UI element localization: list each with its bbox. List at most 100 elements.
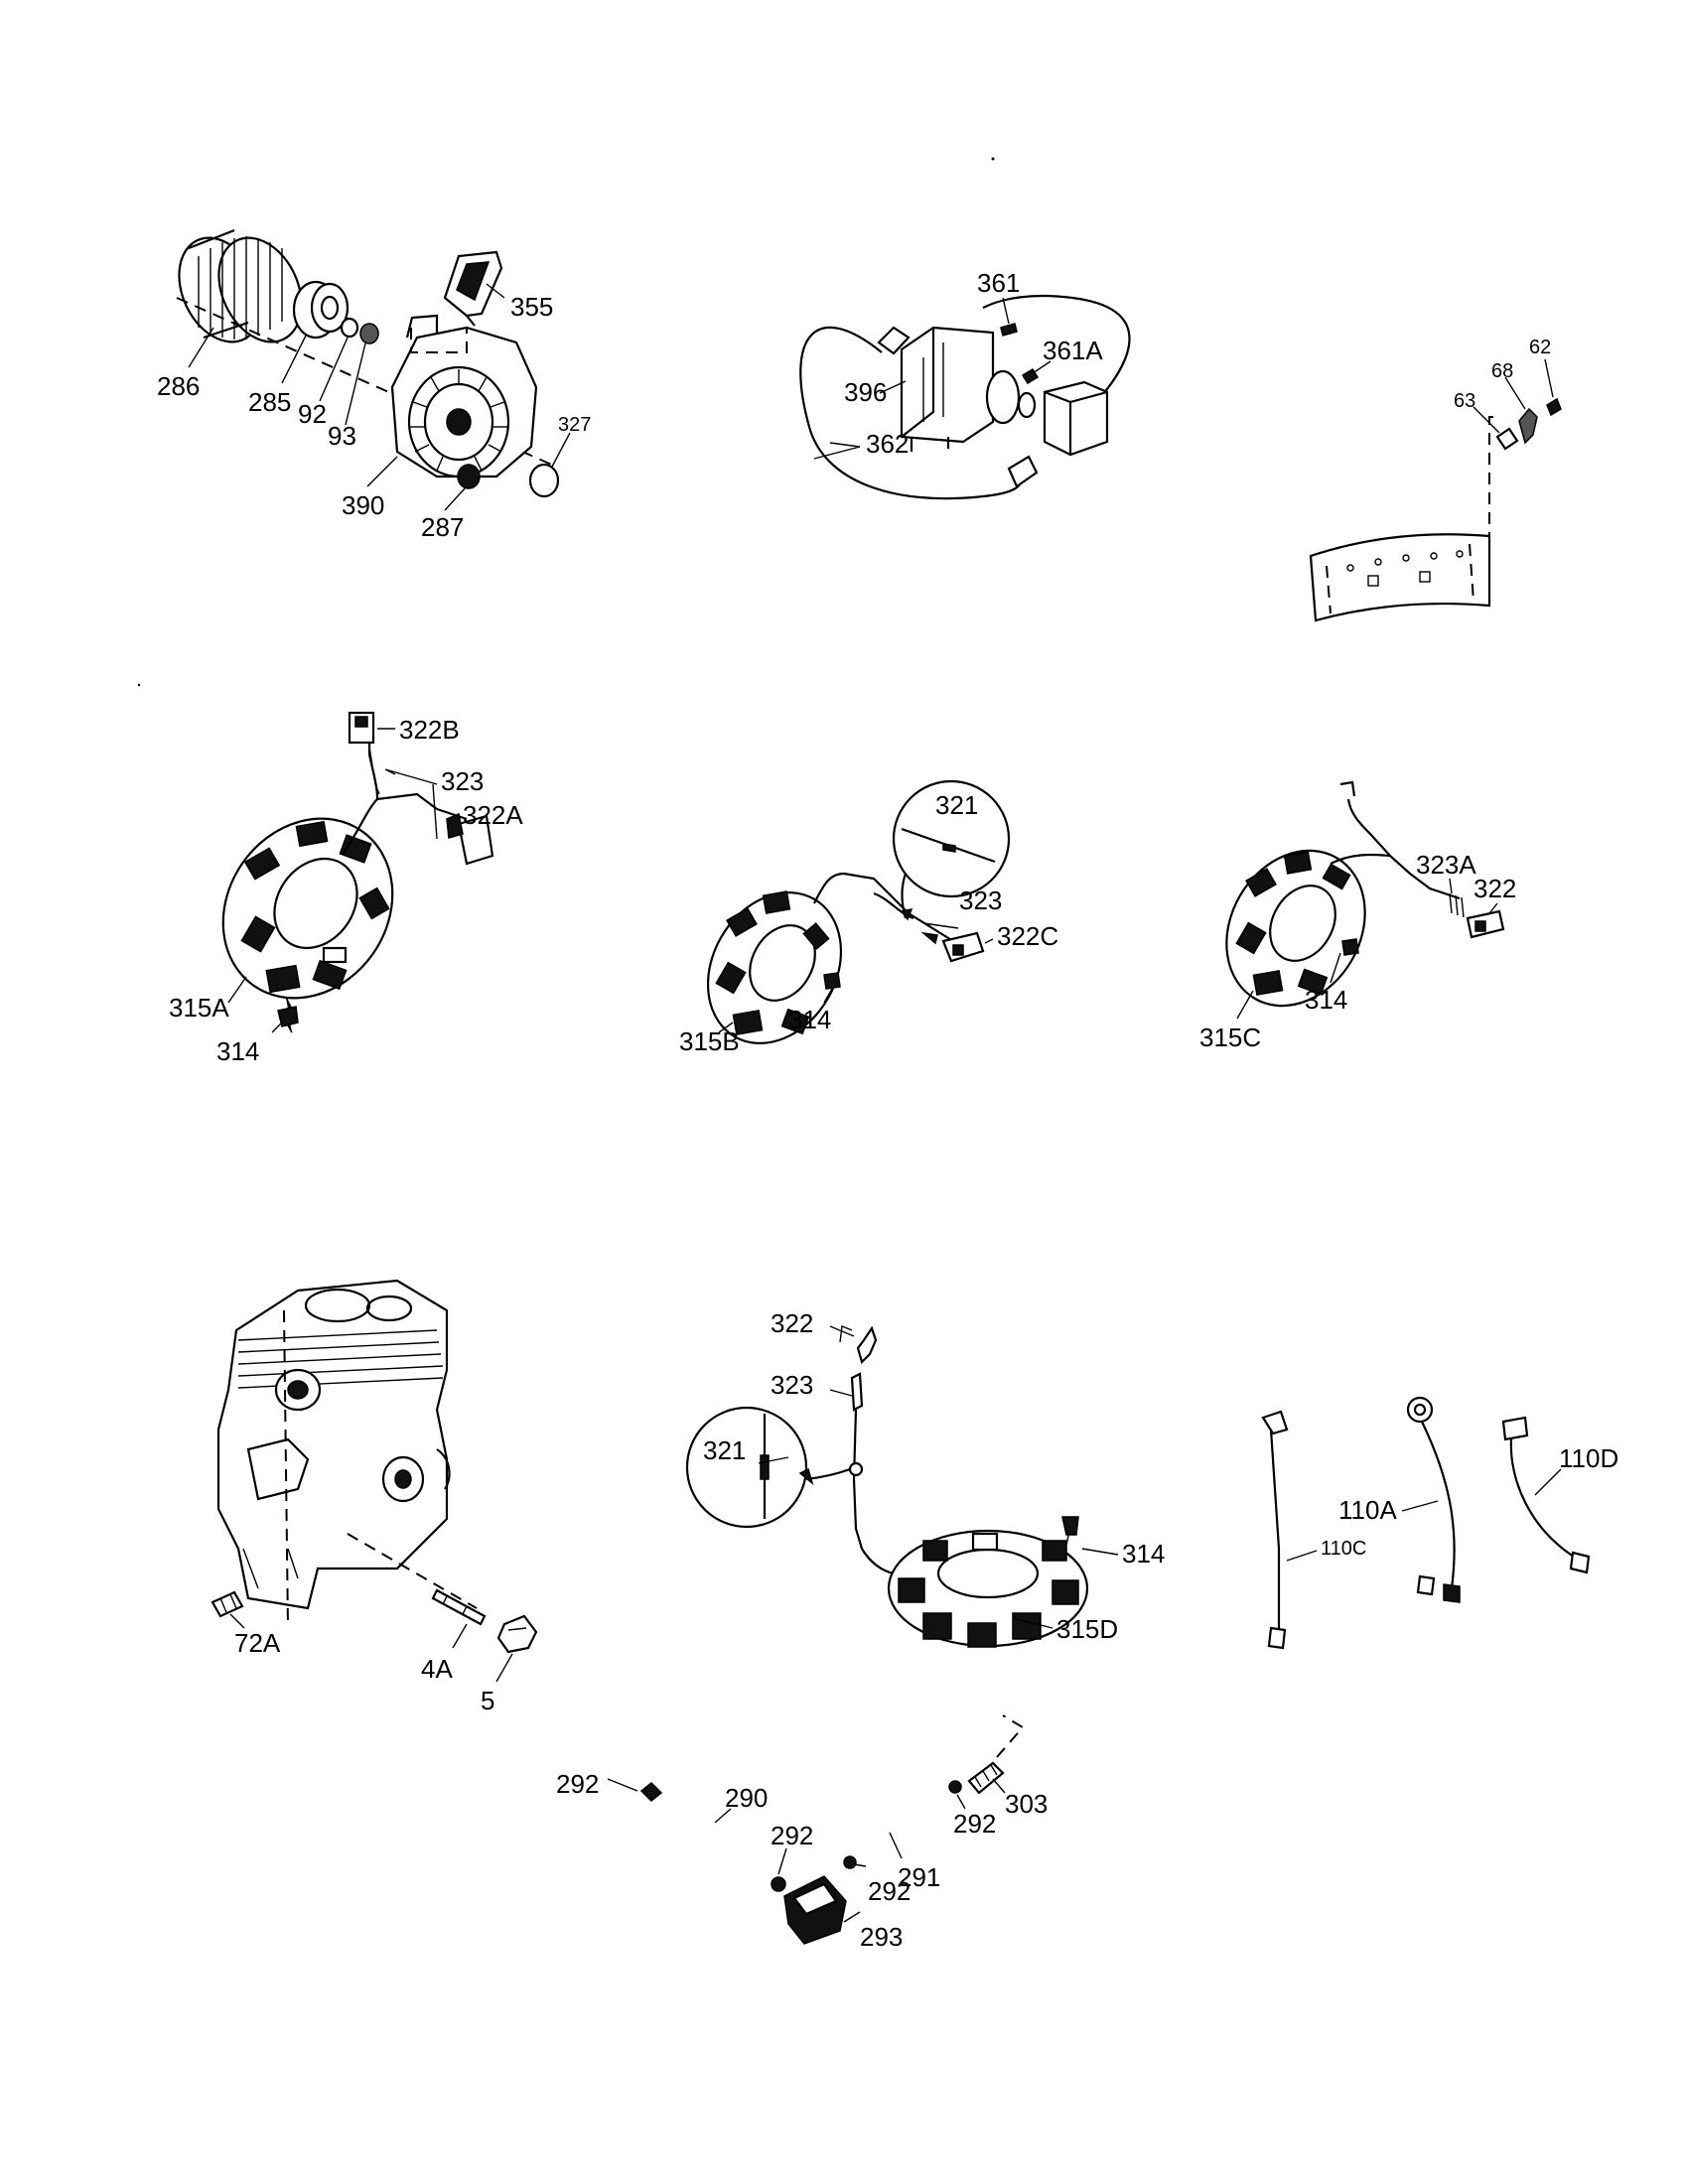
- leaders-group-9: [1286, 1468, 1562, 1562]
- label-5: 5: [481, 1686, 494, 1715]
- fuel-hose-part-290: [659, 1778, 769, 1880]
- label-62: 62: [1529, 337, 1551, 358]
- panel: [1309, 533, 1491, 622]
- bolt-part-314d: [1061, 1516, 1079, 1536]
- stator-assembly-315d: 322 323 321 314 315D: [685, 1308, 1165, 1648]
- label-63: 63: [1454, 390, 1475, 412]
- screen-band-part-286: [178, 228, 303, 343]
- nut-part-287: [457, 464, 481, 489]
- label-303: 303: [1005, 1789, 1048, 1819]
- cord-end: [1007, 455, 1039, 488]
- part-68: [1518, 407, 1538, 445]
- knob-part-63: [1495, 427, 1519, 451]
- label-314-a: 314: [216, 1036, 259, 1066]
- leaders-group-4: [227, 728, 395, 1033]
- fuel-line-assembly: 292 290 292 293 292 291 292 303: [556, 1714, 1048, 1952]
- stator-part-315b: [706, 890, 843, 1045]
- detail-circle-321-d: [685, 1406, 808, 1529]
- leaders-group-3: [1473, 358, 1554, 434]
- wire-part-110d: [1501, 1416, 1591, 1574]
- label-314-d: 314: [1122, 1539, 1165, 1569]
- clamp-part-292-d: [948, 1780, 962, 1794]
- fuel-filter-part-293: [783, 1875, 847, 1945]
- label-110c: 110C: [1321, 1538, 1366, 1560]
- label-292-c: 292: [868, 1876, 911, 1906]
- leaders-group-10: [607, 1778, 1006, 1923]
- stator-assembly-315a: 322B 323 322A 315A 314: [169, 711, 523, 1066]
- label-290: 290: [725, 1783, 768, 1813]
- label-92: 92: [298, 399, 327, 429]
- label-314-c: 314: [1305, 985, 1347, 1015]
- label-285: 285: [248, 387, 291, 417]
- dowel-pin-part-4a: [431, 1588, 487, 1626]
- detail-circle-321-b: [892, 779, 1011, 898]
- scan-dot: [137, 683, 141, 687]
- label-361a: 361A: [1043, 336, 1103, 365]
- label-315d: 315D: [1056, 1614, 1118, 1644]
- plug-end: [877, 326, 911, 355]
- fuel-hose-part-291: [848, 1793, 947, 1856]
- fitting-part-5: [496, 1614, 538, 1654]
- clamp-part-292-c: [843, 1855, 857, 1869]
- wire-part-110c: [1261, 1410, 1289, 1650]
- label-321-d: 321: [703, 1435, 746, 1465]
- label-292-d: 292: [953, 1809, 996, 1839]
- stator-part-315d: [887, 1529, 1089, 1648]
- label-293: 293: [860, 1922, 903, 1952]
- label-291: 291: [898, 1862, 940, 1892]
- connector-part-322c: [941, 931, 985, 963]
- engine-block-assembly: 72A 4A 5: [210, 1279, 538, 1715]
- connector-part-322b: [348, 711, 375, 745]
- scan-dot: [991, 157, 995, 161]
- label-110a: 110A: [1338, 1495, 1397, 1525]
- label-327: 327: [558, 414, 591, 436]
- label-322c: 322C: [997, 921, 1058, 951]
- stator-part-315a: [221, 817, 394, 1000]
- o-ring-part-327: [528, 463, 560, 498]
- pulley-part-285: [292, 280, 350, 340]
- bolt-part-314c: [1341, 938, 1359, 956]
- screw-part-62: [1546, 397, 1562, 417]
- label-396: 396: [844, 377, 887, 407]
- label-68: 68: [1491, 360, 1513, 382]
- label-315c: 315C: [1199, 1023, 1261, 1052]
- starter-housing-part-390: [390, 314, 538, 478]
- leaders-group-6: [1236, 878, 1498, 1020]
- label-323-b: 323: [959, 886, 1002, 915]
- label-323-a: 323: [441, 766, 484, 796]
- label-323a: 323A: [1416, 850, 1476, 880]
- label-362: 362: [866, 429, 909, 459]
- nut-part-93: [359, 323, 379, 344]
- cord-part-362: [799, 326, 1023, 500]
- label-287: 287: [421, 512, 464, 542]
- stator-assembly-315c: 323A 322 314 315C: [1199, 780, 1516, 1052]
- stator-assembly-315b: 321 323 322C 315B 314: [679, 779, 1058, 1056]
- label-390: 390: [342, 490, 384, 520]
- label-286: 286: [157, 371, 200, 401]
- label-322b: 322B: [399, 715, 460, 745]
- ground-wires-assembly: 110C 110A 110D: [1261, 1396, 1618, 1650]
- label-323-d: 323: [771, 1370, 813, 1400]
- label-322a: 322A: [463, 800, 523, 830]
- screw-part-361: [1000, 323, 1018, 337]
- starter-handle-part-355: [443, 250, 503, 327]
- label-93: 93: [328, 421, 356, 451]
- clamp-part-292-a: [639, 1781, 663, 1803]
- stator-part-315c: [1225, 849, 1366, 1008]
- wire-part-323-d: [850, 1372, 864, 1412]
- connector-part-322-c: [1466, 909, 1505, 939]
- leaders-group-7: [229, 1613, 513, 1683]
- leaders-group-1: [188, 283, 571, 511]
- label-292-b: 292: [771, 1821, 813, 1850]
- washer-part-92: [340, 317, 359, 339]
- bolt-part-314a: [277, 1006, 299, 1027]
- fitting-part-303: [967, 1761, 1005, 1795]
- fuse-part-321-d: [760, 1454, 770, 1480]
- electric-starter-assembly: 361 361A 396 362: [799, 268, 1131, 500]
- connector-part-322-d: [856, 1325, 878, 1365]
- label-322-c: 322: [1474, 874, 1516, 903]
- leaders-group-5: [718, 922, 994, 1033]
- label-110d: 110D: [1559, 1443, 1618, 1473]
- label-292-a: 292: [556, 1769, 599, 1799]
